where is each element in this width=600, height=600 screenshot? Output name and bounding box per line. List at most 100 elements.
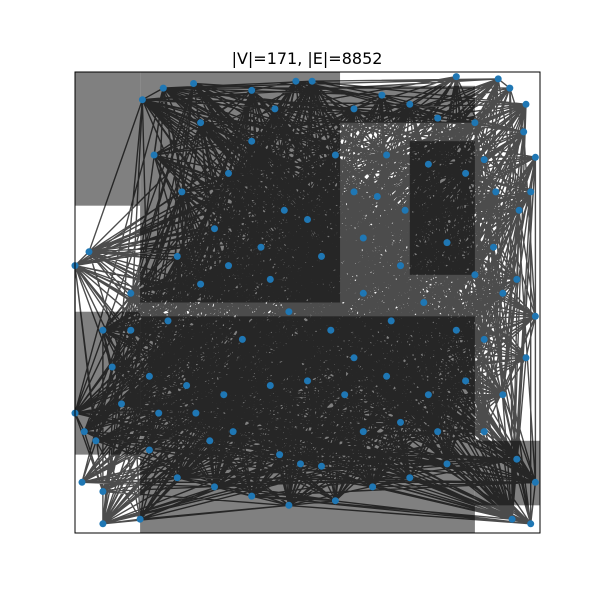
graph-node bbox=[190, 80, 198, 87]
graph-node bbox=[173, 474, 181, 482]
graph-node bbox=[350, 105, 358, 113]
graph-node bbox=[150, 151, 158, 159]
graph-node bbox=[443, 460, 451, 468]
graph-node bbox=[155, 409, 163, 417]
graph-node bbox=[359, 428, 367, 436]
graph-node bbox=[401, 206, 409, 214]
graph-node bbox=[211, 225, 218, 233]
graph-node bbox=[397, 262, 404, 270]
graph-node bbox=[271, 105, 279, 113]
graph-node bbox=[443, 239, 451, 247]
graph-node bbox=[341, 391, 349, 399]
graph-node bbox=[499, 391, 507, 399]
graph-node bbox=[506, 84, 514, 92]
graph-node bbox=[513, 275, 521, 283]
graph-node bbox=[192, 409, 200, 417]
graph-node bbox=[183, 382, 191, 389]
graph-node bbox=[159, 84, 167, 92]
graph-node bbox=[369, 483, 377, 491]
graph-node bbox=[378, 91, 386, 99]
graph-node bbox=[229, 428, 237, 436]
graph-node bbox=[350, 354, 358, 362]
graph-node bbox=[145, 372, 153, 380]
graph-node bbox=[527, 188, 535, 196]
graph-node bbox=[522, 354, 530, 362]
graph-node bbox=[531, 312, 539, 320]
graph-node bbox=[406, 474, 414, 482]
graph-node bbox=[527, 520, 535, 528]
graph-node bbox=[145, 446, 153, 454]
graph-node bbox=[136, 515, 144, 523]
graph-node bbox=[522, 100, 530, 108]
graph-node bbox=[99, 488, 107, 495]
graph-node bbox=[406, 100, 414, 108]
graph-node bbox=[220, 391, 228, 399]
graph-node bbox=[285, 501, 293, 509]
chart-title: |V|=171, |E|=8852 bbox=[232, 49, 383, 68]
graph-node bbox=[225, 262, 232, 270]
graph-node bbox=[178, 188, 186, 196]
graph-node bbox=[92, 437, 100, 445]
plot-area bbox=[71, 71, 541, 534]
graph-node bbox=[276, 451, 284, 459]
graph-node bbox=[331, 151, 339, 159]
graph-node bbox=[211, 483, 218, 491]
graph-node bbox=[471, 119, 479, 127]
graph-node bbox=[285, 308, 293, 316]
graph-node bbox=[434, 114, 442, 122]
graph-node bbox=[164, 317, 172, 325]
axes-frame bbox=[74, 71, 541, 534]
graph-node bbox=[531, 153, 539, 161]
edges-layer bbox=[74, 75, 537, 525]
graph-node bbox=[108, 363, 116, 371]
graph-node bbox=[248, 137, 256, 145]
graph-node bbox=[508, 515, 516, 523]
graph-node bbox=[424, 160, 432, 168]
graph-node bbox=[85, 248, 93, 256]
graph-node bbox=[280, 206, 288, 214]
graph-node bbox=[480, 156, 488, 164]
graph-node bbox=[350, 188, 358, 196]
graph-node bbox=[490, 243, 497, 251]
obstacle-region bbox=[75, 72, 141, 206]
graph-node bbox=[78, 478, 86, 486]
graph-node bbox=[494, 75, 502, 83]
graph-node bbox=[248, 492, 256, 500]
graph-node bbox=[266, 275, 274, 283]
graph-node bbox=[513, 455, 521, 463]
graph-node bbox=[318, 252, 325, 260]
graph-node bbox=[452, 326, 460, 334]
graph-node bbox=[80, 428, 88, 436]
graph-node bbox=[480, 335, 488, 343]
graph-node bbox=[127, 289, 135, 297]
graph-node bbox=[248, 86, 256, 94]
graph-node bbox=[480, 428, 488, 436]
graph-node bbox=[297, 460, 304, 468]
graph-node bbox=[318, 462, 325, 470]
graph-node bbox=[118, 400, 125, 408]
graph-node bbox=[127, 326, 135, 334]
graph-node bbox=[531, 478, 539, 486]
graph-node bbox=[420, 299, 428, 306]
graph-node bbox=[387, 317, 395, 325]
graph-node bbox=[206, 437, 214, 445]
graph-node bbox=[515, 206, 523, 214]
graph-node bbox=[397, 418, 404, 426]
graph-node bbox=[424, 391, 432, 399]
nodes-layer bbox=[71, 73, 539, 528]
graph-node bbox=[383, 151, 391, 159]
graph-node bbox=[257, 243, 265, 251]
graph-node bbox=[383, 372, 391, 380]
graph-node bbox=[308, 77, 316, 85]
graph-node bbox=[462, 377, 470, 385]
graph-node bbox=[520, 128, 528, 136]
graph-node bbox=[359, 289, 367, 297]
graph-node bbox=[452, 73, 460, 81]
graph-node bbox=[304, 216, 311, 223]
graph-node bbox=[266, 382, 274, 389]
graph-node bbox=[99, 520, 107, 528]
graph-node bbox=[492, 188, 500, 196]
graph-node bbox=[238, 335, 246, 343]
graph-node bbox=[327, 326, 335, 334]
